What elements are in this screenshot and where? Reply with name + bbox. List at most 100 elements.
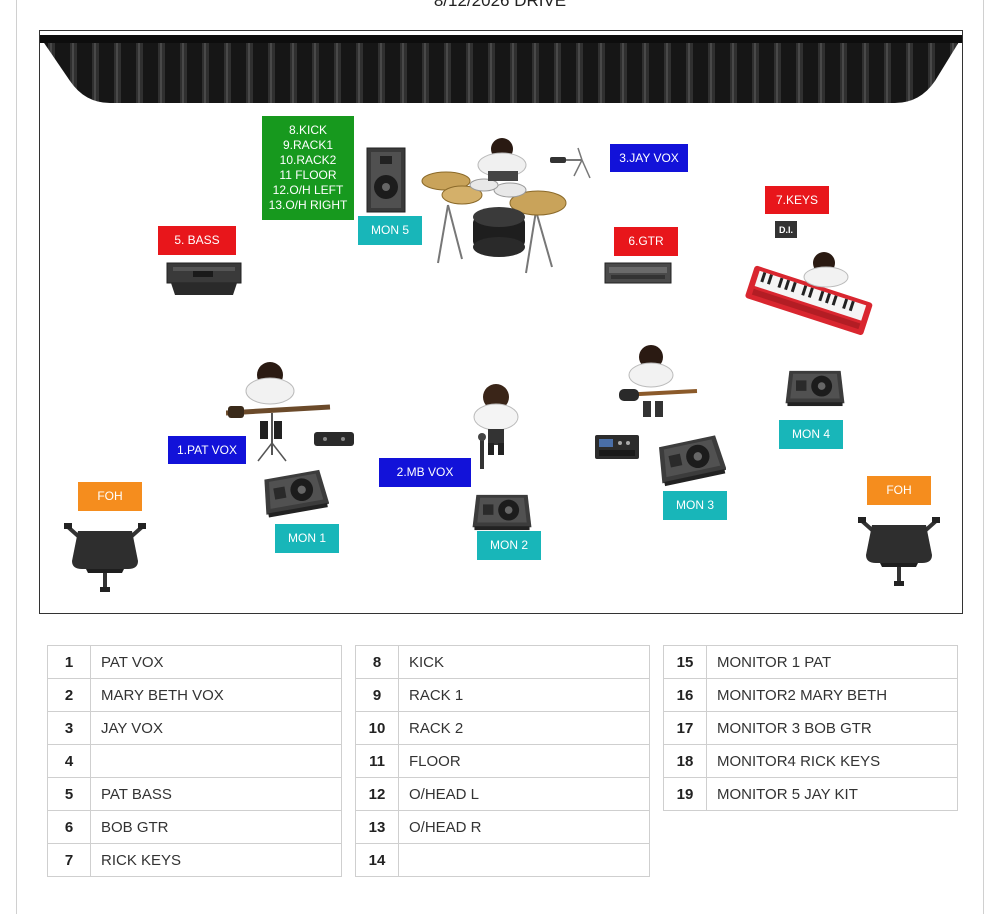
channel-name: MONITOR2 MARY BETH (706, 678, 958, 712)
pedal-box (314, 432, 354, 446)
foh-right-chair (856, 507, 942, 587)
mon4-wedge (783, 369, 847, 407)
channel-name: MONITOR 5 JAY KIT (706, 777, 958, 811)
channel-number: 6 (47, 810, 91, 844)
drum-mic-floor: 11 FLOOR (279, 168, 337, 182)
mon4-label: MON 4 (779, 420, 843, 449)
pat-vox-label: 1.PAT VOX (168, 436, 246, 464)
channel-number: 4 (47, 744, 91, 778)
mon1-wedge (261, 468, 329, 518)
channel-number: 7 (47, 843, 91, 877)
mb-vox-label: 2.MB VOX (379, 458, 471, 487)
bob-guitar-player (619, 345, 698, 417)
channel-name: FLOOR (398, 744, 650, 778)
channel-name: JAY VOX (90, 711, 342, 745)
channel-name: BOB GTR (90, 810, 342, 844)
drum-mic-oh-right: 13.O/H RIGHT (268, 198, 348, 212)
bass-label: 5. BASS (158, 226, 236, 255)
table-row: 4 (47, 744, 342, 778)
foh-left-chair (62, 513, 148, 593)
pat-bass-player (226, 362, 331, 462)
channel-number: 1 (47, 645, 91, 679)
stage-curtain (40, 35, 962, 103)
keys-label: 7.KEYS (765, 186, 829, 214)
mon3-wedge (656, 433, 726, 487)
drum-mic-rack1: 9.RACK1 (282, 138, 334, 152)
channel-number: 2 (47, 678, 91, 712)
channel-name: MARY BETH VOX (90, 678, 342, 712)
jay-vox-mic (550, 147, 591, 179)
channel-number: 17 (663, 711, 707, 745)
foh-left-label: FOH (78, 482, 142, 511)
channel-number: 18 (663, 744, 707, 778)
channel-name: RICK KEYS (90, 843, 342, 877)
stage-plot: 8.KICK 9.RACK1 10.RACK2 11 FLOOR 12.O/H … (39, 30, 963, 614)
mon1-label: MON 1 (275, 524, 339, 553)
mon2-wedge (470, 493, 534, 531)
channel-name: RACK 1 (398, 678, 650, 712)
gtr-amp (604, 262, 672, 284)
channel-number: 5 (47, 777, 91, 811)
channel-name: RACK 2 (398, 711, 650, 745)
mon2-label: MON 2 (477, 531, 541, 560)
page-title: 8/12/2026 DRIVE (433, 0, 567, 10)
channel-name: PAT VOX (90, 645, 342, 679)
channel-name (398, 843, 650, 877)
drum-mic-rack2: 10.RACK2 (279, 153, 337, 167)
page-border-left (16, 0, 17, 914)
mon5-label: MON 5 (358, 216, 422, 245)
channel-name: O/HEAD R (398, 810, 650, 844)
channel-number: 16 (663, 678, 707, 712)
gtr-label: 6.GTR (614, 227, 678, 256)
bass-amp (166, 262, 242, 295)
channel-number: 3 (47, 711, 91, 745)
channel-number: 14 (355, 843, 399, 877)
foh-right-label: FOH (867, 476, 931, 505)
table-row: 14 (355, 843, 650, 877)
channel-name: MONITOR 1 PAT (706, 645, 958, 679)
drum-mics-label: 8.KICK 9.RACK1 10.RACK2 11 FLOOR 12.O/H … (262, 116, 354, 220)
gtr-pedalboard (595, 435, 639, 459)
drum-kit (421, 138, 567, 274)
mon5-speaker (366, 147, 406, 213)
channel-name (90, 744, 342, 778)
keyboard (745, 252, 873, 336)
channel-name: O/HEAD L (398, 777, 650, 811)
mary-beth-singer (473, 384, 519, 469)
jay-vox-label: 3.JAY VOX (610, 144, 688, 172)
channel-number: 12 (355, 777, 399, 811)
channel-number: 19 (663, 777, 707, 811)
drum-mic-kick: 8.KICK (288, 123, 327, 137)
channel-name: KICK (398, 645, 650, 679)
di-box-label: D.I. (775, 221, 797, 238)
channel-number: 8 (355, 645, 399, 679)
channel-number: 13 (355, 810, 399, 844)
page-border-right (983, 0, 984, 914)
drum-mic-oh-left: 12.O/H LEFT (272, 183, 344, 197)
channel-name: MONITOR4 RICK KEYS (706, 744, 958, 778)
channel-name: PAT BASS (90, 777, 342, 811)
channel-name: MONITOR 3 BOB GTR (706, 711, 958, 745)
channel-number: 10 (355, 711, 399, 745)
channel-number: 9 (355, 678, 399, 712)
